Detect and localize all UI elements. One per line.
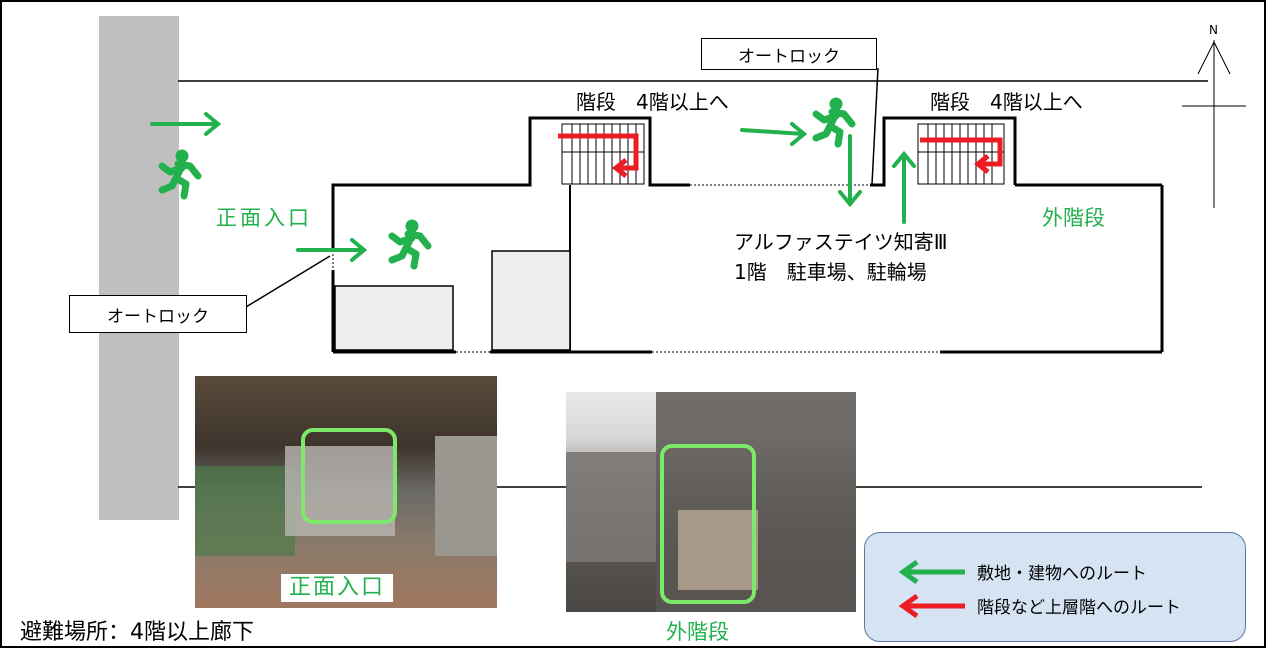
building-floor-use: 1階 駐車場、駐輪場: [734, 260, 927, 284]
green-routes: [150, 112, 916, 262]
room-2: [491, 250, 571, 351]
outer-stairs-highlight: [660, 444, 756, 604]
front-entrance-label: 正面入口: [216, 206, 312, 230]
stair-route-right: [920, 137, 1003, 174]
north-arrow-icon: [1182, 40, 1246, 208]
stairs-label-left: 階段 4階以上へ: [576, 90, 729, 114]
route-legend: 敷地・建物へのルート 階段など上層階へのルート: [864, 532, 1246, 642]
running-person-icon: [816, 98, 852, 144]
stairs-left: [561, 123, 645, 185]
legend-red-label: 階段など上層階へのルート: [977, 598, 1181, 618]
legend-row-green: 敷地・建物へのルート: [897, 559, 1147, 584]
stairs-right: [917, 123, 1005, 185]
stair-route-left: [558, 133, 639, 178]
autolock-left-box: オートロック: [69, 295, 247, 333]
building-outline: [331, 116, 1164, 354]
openings: [332, 184, 940, 353]
legend-row-red: 階段など上層階へのルート: [897, 593, 1181, 618]
green-arrow-icon: [898, 559, 965, 584]
outer-stairs-label: 外階段: [1042, 206, 1105, 230]
outer-stairs-photo: [566, 392, 856, 612]
autolock-top-leader: [871, 67, 879, 185]
adjacent-wall: [99, 16, 179, 520]
evacuation-place: 避難場所：4階以上廊下: [20, 620, 254, 645]
outer-stairs-photo-caption: 外階段: [666, 620, 729, 644]
front-entrance-photo: 正面入口: [195, 376, 497, 608]
front-entrance-highlight: [301, 428, 397, 524]
legend-green-label: 敷地・建物へのルート: [977, 564, 1147, 584]
building-name: アルファステイツ知寄Ⅲ: [734, 230, 948, 254]
room-1: [334, 285, 454, 351]
north-label: N: [1209, 23, 1218, 37]
stairs-label-right: 階段 4階以上へ: [930, 90, 1083, 114]
autolock-left-leader: [245, 255, 331, 308]
running-person-icon: [392, 220, 428, 266]
red-arrow-icon: [898, 593, 965, 618]
autolock-top-box: オートロック: [701, 38, 877, 70]
front-entrance-photo-caption: 正面入口: [281, 574, 394, 602]
